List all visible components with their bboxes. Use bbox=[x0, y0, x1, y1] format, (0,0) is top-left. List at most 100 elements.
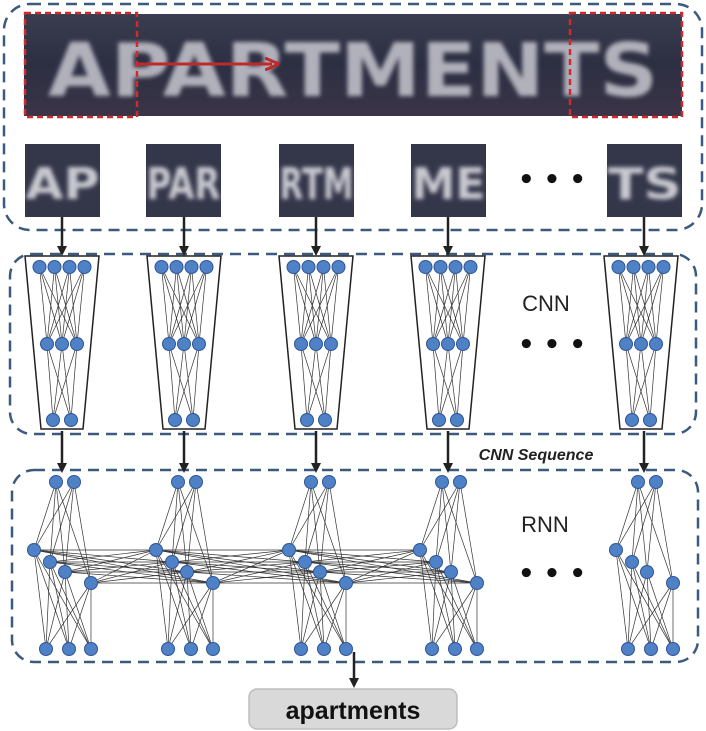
rnn-node bbox=[294, 642, 308, 656]
rnn-node bbox=[304, 475, 318, 489]
rnn-network bbox=[27, 475, 98, 656]
rnn-edge bbox=[431, 571, 452, 650]
cnn-edge bbox=[168, 266, 192, 345]
cnn-edge bbox=[293, 266, 302, 345]
cnn-edge bbox=[306, 343, 317, 421]
cnn-node bbox=[463, 260, 478, 274]
rnn-node bbox=[317, 642, 331, 656]
cnn-network bbox=[278, 255, 354, 430]
cnn-edge bbox=[61, 343, 72, 421]
rnn-edge bbox=[646, 571, 674, 650]
cnn-edge bbox=[432, 266, 471, 345]
rnn-edge bbox=[49, 561, 70, 650]
rnn-edge bbox=[435, 561, 456, 650]
crop-text: PAR bbox=[147, 159, 221, 210]
rnn-node bbox=[644, 642, 658, 656]
rnn-recurrent-edge bbox=[212, 549, 290, 584]
rnn-edge bbox=[45, 582, 92, 650]
rnn-edge bbox=[419, 549, 456, 650]
rnn-edge bbox=[304, 561, 325, 650]
rnn-edge bbox=[615, 549, 674, 650]
cnn-edge bbox=[447, 343, 458, 421]
rnn-edge bbox=[627, 582, 674, 650]
word-image-text: APARTMENTS bbox=[48, 28, 658, 114]
rnn-node bbox=[339, 576, 353, 590]
cnn-node bbox=[294, 337, 308, 351]
cnn-network bbox=[146, 255, 222, 430]
cnn-node bbox=[40, 337, 54, 351]
rnn-edge bbox=[615, 549, 629, 650]
rnn-edge bbox=[167, 571, 188, 650]
rnn-network bbox=[609, 475, 680, 656]
cnn-node bbox=[192, 337, 206, 351]
cnn-edge bbox=[198, 266, 207, 345]
crop-image: PAR bbox=[146, 144, 221, 217]
cnn-node bbox=[154, 260, 169, 274]
rnn-edge bbox=[328, 481, 347, 584]
rnn-edge bbox=[155, 481, 179, 551]
rnn-recurrent-edge bbox=[345, 549, 421, 584]
cnn-node bbox=[199, 260, 214, 274]
rnn-edge bbox=[300, 582, 347, 650]
rnn-edge bbox=[49, 481, 57, 563]
rnn-node bbox=[444, 565, 458, 579]
rnn-recurrent-edge bbox=[212, 571, 321, 584]
rnn-edge bbox=[177, 481, 214, 584]
cnn-node bbox=[611, 260, 626, 274]
cnn-edge bbox=[76, 266, 85, 345]
rnn-edge bbox=[73, 481, 92, 584]
rnn-edge bbox=[631, 561, 652, 650]
rnn-edge bbox=[288, 549, 347, 650]
cnn-label: CNN bbox=[522, 291, 570, 316]
crop-text: ME bbox=[412, 159, 486, 210]
rnn-edge bbox=[615, 481, 657, 551]
cnn-edge bbox=[168, 343, 194, 421]
output-label: apartments bbox=[286, 697, 421, 725]
rnn-edge bbox=[300, 561, 306, 650]
rnn-network bbox=[413, 475, 484, 656]
cnn-node bbox=[418, 260, 433, 274]
cnn-node bbox=[318, 413, 332, 427]
rnn-edge bbox=[171, 481, 197, 563]
rnn-node bbox=[189, 475, 203, 489]
rnn-recurrent-edge bbox=[49, 549, 157, 563]
cnn-edge bbox=[315, 266, 339, 345]
rnn-recurrent-edge bbox=[186, 549, 290, 573]
rnn-edge bbox=[171, 561, 192, 650]
rnn-node bbox=[339, 642, 353, 656]
rnn-recurrent-edge bbox=[171, 549, 290, 563]
rnn-node bbox=[429, 555, 443, 569]
rnn-edge bbox=[288, 549, 302, 650]
rnn-node bbox=[609, 543, 623, 557]
rnn-edge bbox=[319, 571, 325, 650]
cnn-edge bbox=[174, 343, 200, 421]
cnn-node bbox=[316, 260, 331, 274]
rnn-edge bbox=[615, 481, 639, 551]
rnn-edge bbox=[155, 549, 169, 650]
cnn-edge bbox=[456, 343, 464, 421]
cnn-edge bbox=[438, 343, 464, 421]
cnn-edge bbox=[655, 266, 664, 345]
rnn-node bbox=[625, 555, 639, 569]
rnn-edge bbox=[431, 561, 437, 650]
rnn-recurrent-edge bbox=[345, 561, 437, 584]
rnn-edge bbox=[171, 561, 214, 650]
cnn-edge bbox=[640, 343, 651, 421]
rnn-node bbox=[184, 642, 198, 656]
rnn-edge bbox=[631, 481, 639, 563]
rnn-edge bbox=[167, 582, 214, 650]
cnn-edge bbox=[300, 343, 308, 421]
cnn-edge bbox=[46, 343, 72, 421]
rnn-edge bbox=[49, 481, 75, 563]
rnn-edge bbox=[431, 582, 478, 650]
rnn-edge bbox=[288, 481, 312, 551]
rnn-edge bbox=[33, 549, 47, 650]
rnn-edge bbox=[45, 561, 51, 650]
rnn-network bbox=[149, 475, 220, 656]
cnn-section-border bbox=[8, 252, 698, 436]
rnn-node bbox=[84, 642, 98, 656]
cnn-node bbox=[300, 413, 314, 427]
crop-background bbox=[411, 144, 486, 217]
cnn-node bbox=[324, 337, 338, 351]
